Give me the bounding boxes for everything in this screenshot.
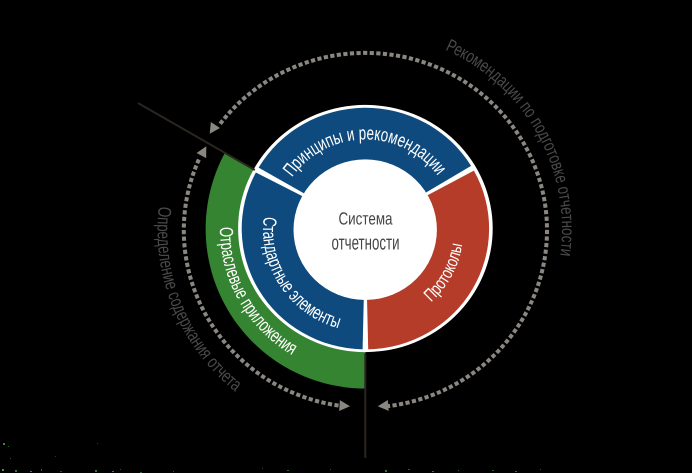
svg-text:Система: Система bbox=[339, 209, 393, 229]
svg-text:отчетности: отчетности bbox=[332, 232, 400, 255]
